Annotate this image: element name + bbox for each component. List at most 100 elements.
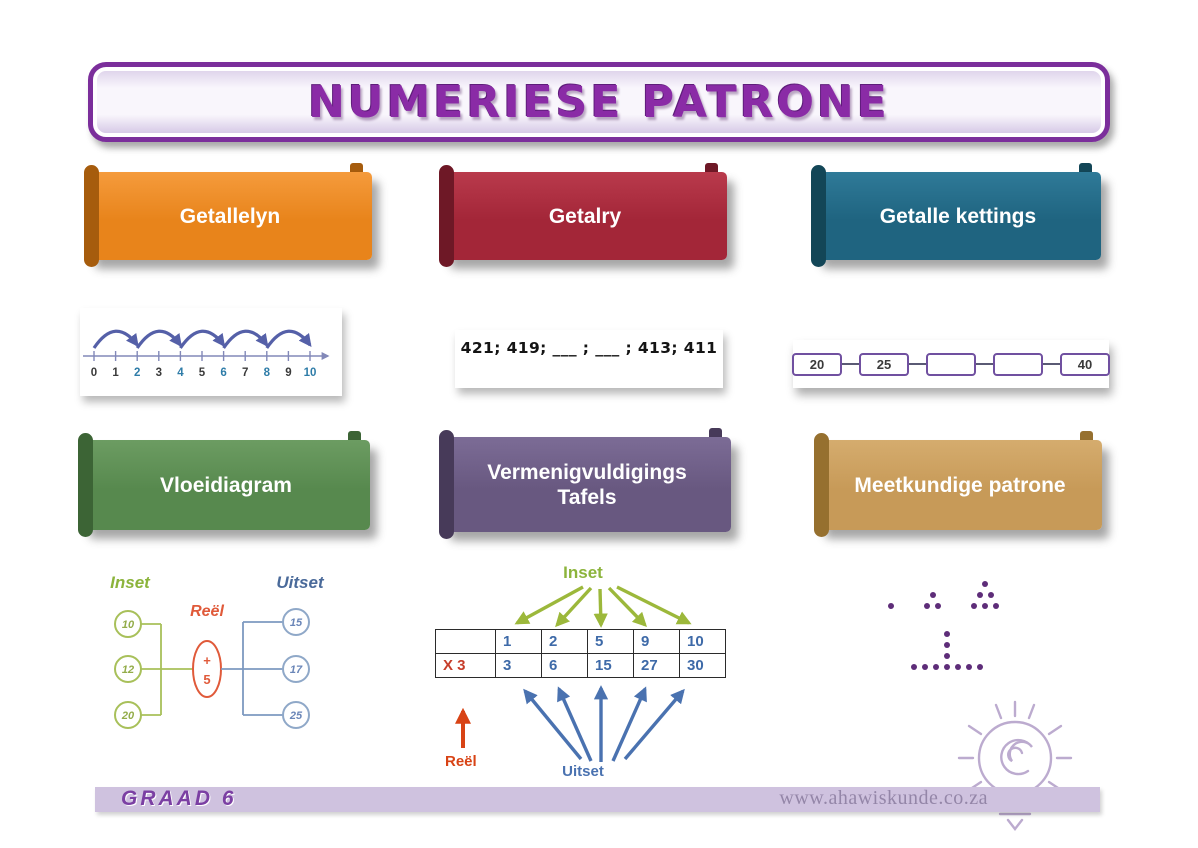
pattern-dot xyxy=(888,603,894,609)
uitset-arrows xyxy=(523,685,685,762)
numberline-label: 9 xyxy=(285,367,291,379)
sequence-card: 421; 419; ___ ; ___ ; 413; 411 xyxy=(455,330,723,388)
numberline-label: 4 xyxy=(177,367,184,379)
dot-row xyxy=(944,642,950,648)
number-sequence: 421; 419; ___ ; ___ ; 413; 411 xyxy=(460,339,718,357)
flow-rule-ellipse xyxy=(192,640,222,698)
pattern-dot xyxy=(935,603,941,609)
geometric-pattern xyxy=(888,575,1118,705)
multiplication-table: 1 2 5 9 10 X 3 3 6 15 27 30 xyxy=(435,629,726,678)
ribbon-getallelyn-label: Getallelyn xyxy=(179,204,281,228)
flow-uitset-label: Uitset xyxy=(276,573,325,592)
ribbon-getalry: Getalry xyxy=(439,163,727,267)
dot-group xyxy=(924,592,941,609)
lightbulb-svg xyxy=(957,700,1073,831)
table-row-inputs: 1 2 5 9 10 xyxy=(435,629,726,654)
ribbon-meetkundige-patrone-label: Meetkundige patrone xyxy=(854,473,1066,497)
flow-inset-label: Inset xyxy=(110,573,151,592)
numberline-label: 6 xyxy=(220,367,226,379)
table-row-outputs: X 3 3 6 15 27 30 xyxy=(435,653,726,678)
numberline-label: 3 xyxy=(156,367,162,379)
pattern-dot xyxy=(993,603,999,609)
pattern-dot xyxy=(976,592,983,598)
jump-arc xyxy=(222,329,269,349)
pattern-dot xyxy=(944,642,950,648)
numberline-label: 7 xyxy=(242,367,248,379)
pattern-dot xyxy=(944,631,950,637)
chain-connector xyxy=(842,363,859,365)
flow-rule-number: 5 xyxy=(203,672,210,687)
pattern-dot xyxy=(977,664,983,670)
flow-output-circles xyxy=(282,608,310,729)
dot-row xyxy=(888,603,894,609)
grade-label: GRAAD 6 xyxy=(121,787,237,810)
ribbon-getallelyn: Getallelyn xyxy=(84,163,372,267)
table-input-cell: 10 xyxy=(679,629,726,654)
pattern-dot xyxy=(922,664,928,670)
table-output-cell: 15 xyxy=(587,653,634,678)
ribbon-getalle-kettings: Getalle kettings xyxy=(811,163,1101,267)
chain-box: 20 xyxy=(792,352,842,376)
table-output-cell: 30 xyxy=(679,653,726,678)
pattern-dot xyxy=(929,592,936,598)
flow-input-value: 12 xyxy=(122,664,134,676)
multiplication-table-block: Inset 1 2 5 9 10 X 3 3 6 15 27 30 Reël U… xyxy=(433,563,733,791)
website-url: www.ahawiskunde.co.za xyxy=(779,787,988,809)
table-corner-cell xyxy=(435,629,496,654)
flow-input-circles xyxy=(114,610,142,729)
ribbon-vloeidiagram-label: Vloeidiagram xyxy=(160,473,292,497)
numberline-label: 1 xyxy=(112,367,119,379)
table-input-cell: 2 xyxy=(541,629,588,654)
chain-connector xyxy=(1043,363,1060,365)
table-output-cell: 3 xyxy=(495,653,542,678)
pattern-dot xyxy=(966,664,972,670)
lightbulb-icon xyxy=(950,683,1080,843)
table-input-cell: 1 xyxy=(495,629,542,654)
flow-diagram: Inset Reël Uitset 10 12 20 + 5 xyxy=(95,572,345,767)
chain-card: 20 25 40 xyxy=(792,340,1110,388)
chain-box xyxy=(926,352,976,376)
flow-output-value: 15 xyxy=(290,617,303,629)
inset-arrows xyxy=(514,585,692,628)
ribbon-vermenigvuldigings-tafels-label: Vermenigvuldigings Tafels xyxy=(487,460,687,509)
pattern-dot xyxy=(924,603,930,609)
mult-inset-label: Inset xyxy=(563,563,603,582)
ribbon-meetkundige-patrone: Meetkundige patrone xyxy=(814,431,1102,537)
pattern-dot xyxy=(955,664,961,670)
pattern-dot xyxy=(944,653,950,659)
pattern-dot xyxy=(911,664,917,670)
dot-row xyxy=(982,581,988,587)
numberline-label: 5 xyxy=(199,367,206,379)
dot-row xyxy=(944,653,950,659)
pattern-dot xyxy=(982,603,988,609)
flow-output-value: 25 xyxy=(289,710,303,722)
ribbon-getalle-kettings-label: Getalle kettings xyxy=(879,204,1037,228)
pattern-dot xyxy=(971,603,977,609)
chain-box: 25 xyxy=(859,352,909,376)
lightbulb-body xyxy=(977,720,1053,831)
mult-reel-label: Reël xyxy=(445,753,477,770)
footer-bar: GRAAD 6 www.ahawiskunde.co.za xyxy=(95,787,1100,812)
ribbon-vloeidiagram: Vloeidiagram xyxy=(78,431,370,537)
dot-pattern-sequence xyxy=(888,575,1118,609)
flow-input-value: 10 xyxy=(122,619,135,631)
numberline-label: 10 xyxy=(304,367,317,379)
pattern-dot xyxy=(933,664,939,670)
pattern-dot xyxy=(982,581,988,587)
numberline-label: 8 xyxy=(264,367,271,379)
number-chain: 20 25 40 xyxy=(792,352,1110,376)
table-output-cell: 6 xyxy=(541,653,588,678)
title-banner: NUMERIESE PATRONE xyxy=(88,62,1110,142)
chain-box: 40 xyxy=(1060,352,1110,376)
jump-arc xyxy=(265,329,312,349)
chain-connector xyxy=(976,363,993,365)
pattern-dot xyxy=(987,592,994,598)
dot-row xyxy=(971,603,999,609)
flow-output-wires xyxy=(221,621,283,716)
numberline-label: 0 xyxy=(91,367,97,379)
chain-box xyxy=(993,352,1043,376)
mult-uitset-label: Uitset xyxy=(562,763,604,780)
table-rule-cell: X 3 xyxy=(435,653,496,678)
